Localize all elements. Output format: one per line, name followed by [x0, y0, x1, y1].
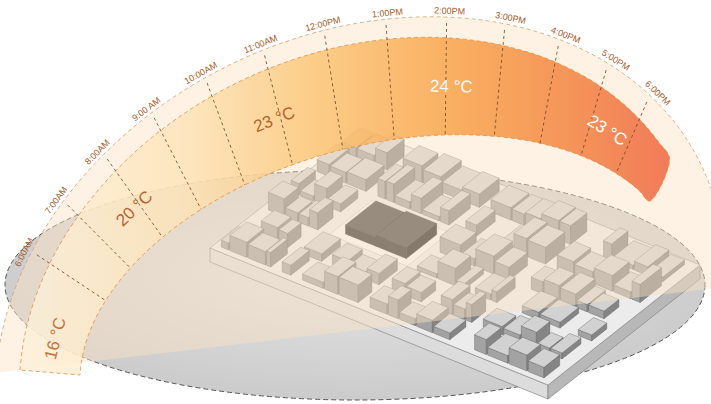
time-label: 6:00AM: [13, 236, 35, 268]
building-roof: [528, 349, 559, 368]
sun-path-band: [20, 37, 670, 375]
building-roof: [578, 318, 607, 335]
building-roof: [551, 333, 581, 353]
temperature-label: 23 °C: [252, 103, 298, 135]
hour-line: [540, 46, 558, 143]
temperature-label: 24 °C: [430, 77, 473, 95]
building-roof: [475, 323, 501, 339]
hour-line: [207, 83, 245, 185]
temperature-label: 20 °C: [113, 187, 156, 229]
hour-line: [494, 30, 504, 136]
time-label: 4:00PM: [550, 25, 582, 45]
hour-line: [107, 159, 162, 237]
building-block: [528, 349, 559, 378]
time-label: 10:00AM: [183, 61, 219, 87]
temperature-label: 16 °C: [42, 316, 69, 362]
hour-line: [154, 118, 201, 209]
hour-lines: [37, 23, 647, 301]
building-roof: [521, 315, 550, 332]
time-label: 8:00AM: [83, 138, 111, 166]
hour-line: [325, 36, 343, 150]
time-label: 1:00PM: [371, 7, 403, 19]
building-block: [578, 318, 607, 341]
time-label: 6:00PM: [643, 79, 672, 107]
building-roof: [509, 337, 540, 355]
time-label: 7:00AM: [44, 185, 70, 215]
temperature-label: 23 °C: [584, 112, 629, 149]
time-label: 9:00 AM: [130, 96, 162, 123]
time-label: 12:00PM: [305, 16, 342, 34]
time-label: 5:00PM: [600, 48, 631, 72]
time-label: 2:00PM: [434, 6, 465, 16]
hour-line: [386, 25, 394, 139]
time-label: 11:00AM: [243, 34, 279, 55]
time-label: 3:00PM: [494, 11, 526, 26]
hour-line: [37, 255, 106, 301]
